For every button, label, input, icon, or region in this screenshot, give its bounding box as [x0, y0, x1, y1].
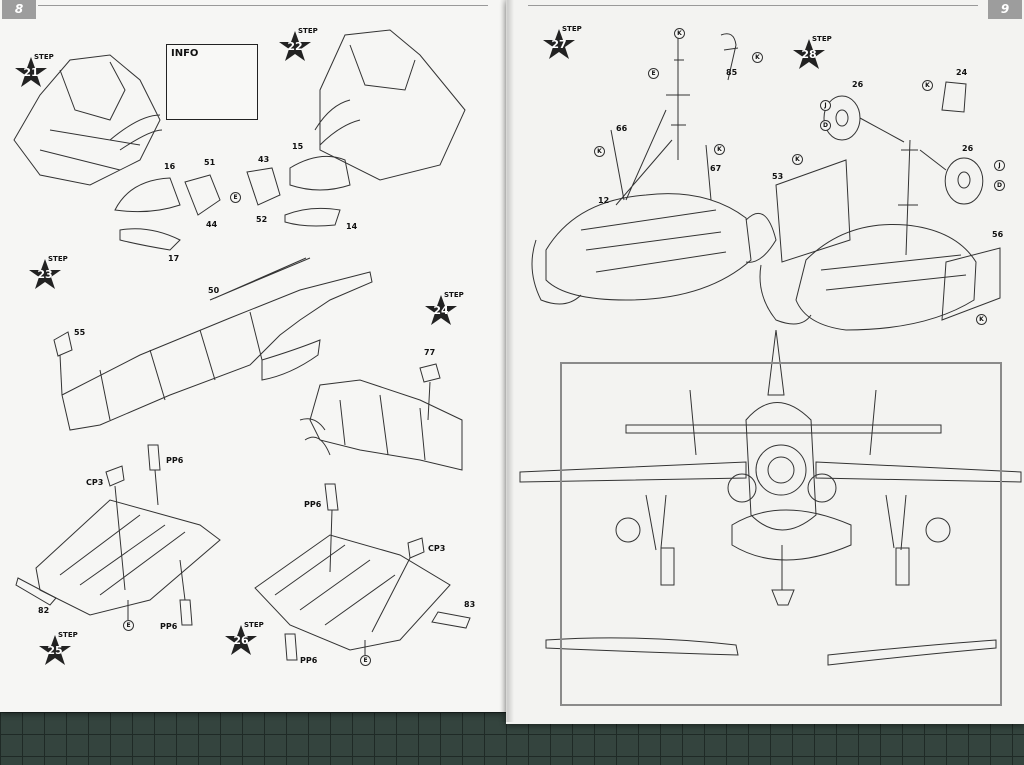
callout-e: E: [123, 620, 134, 631]
part-label: 67: [710, 164, 722, 173]
part-label: PP6: [160, 622, 178, 631]
part-label: 66: [616, 124, 628, 133]
part-label: 26: [962, 144, 974, 153]
part-label: 52: [256, 215, 268, 224]
callout-e: E: [230, 192, 241, 203]
part-label: 44: [206, 220, 218, 229]
part-label: 26: [852, 80, 864, 89]
callout-d: D: [994, 180, 1005, 191]
page-number-right: 9: [988, 0, 1022, 19]
part-label: PP6: [166, 456, 184, 465]
part-label: 85: [726, 68, 738, 77]
step-badge-24: STEP 24: [424, 291, 464, 328]
callout-k: K: [922, 80, 933, 91]
page-fold: [500, 0, 514, 722]
part-label: 53: [772, 172, 784, 181]
part-label: 15: [292, 142, 304, 151]
callout-j: J: [820, 100, 831, 111]
front-view-frame: [560, 362, 1002, 706]
callout-k: K: [752, 52, 763, 63]
part-label: 12: [598, 196, 610, 205]
step-badge-28: STEP 28: [792, 35, 832, 72]
step-badge-26: STEP 26: [224, 621, 264, 658]
callout-e: E: [648, 68, 659, 79]
header-rule: [38, 5, 488, 6]
callout-k: K: [674, 28, 685, 39]
part-label: PP6: [300, 656, 318, 665]
callout-k: K: [714, 144, 725, 155]
step-badge-23: STEP 23: [28, 255, 68, 292]
part-label: 56: [992, 230, 1004, 239]
step-badge-21: STEP 21: [14, 53, 54, 90]
page-right: 9 STEP 27 STEP 28: [506, 0, 1024, 724]
assembly-drawings-right: [519, 30, 1022, 666]
part-label: 51: [204, 158, 216, 167]
callout-k: K: [594, 146, 605, 157]
callout-d: D: [820, 120, 831, 131]
page-left: 8: [0, 0, 506, 712]
step-badge-22: STEP 22: [278, 27, 318, 64]
callout-j: J: [994, 160, 1005, 171]
part-label: CP3: [86, 478, 104, 487]
info-box: INFO: [166, 44, 258, 120]
step-badge-27: STEP 27: [542, 25, 582, 62]
callout-e: E: [360, 655, 371, 666]
step-badge-25: STEP 25: [38, 631, 78, 668]
page-number-left: 8: [2, 0, 36, 19]
part-label: 83: [464, 600, 476, 609]
header-rule: [528, 5, 978, 6]
part-label: 82: [38, 606, 50, 615]
part-label: 43: [258, 155, 270, 164]
callout-k: K: [976, 314, 987, 325]
part-label: 50: [208, 286, 220, 295]
callout-k: K: [792, 154, 803, 165]
part-label: 24: [956, 68, 968, 77]
part-label: PP6: [304, 500, 322, 509]
part-label: 14: [346, 222, 358, 231]
part-label: 55: [74, 328, 86, 337]
part-label: 77: [424, 348, 436, 357]
part-label: 16: [164, 162, 176, 171]
info-box-title: INFO: [171, 48, 199, 59]
part-label: 17: [168, 254, 180, 263]
part-label: CP3: [428, 544, 446, 553]
